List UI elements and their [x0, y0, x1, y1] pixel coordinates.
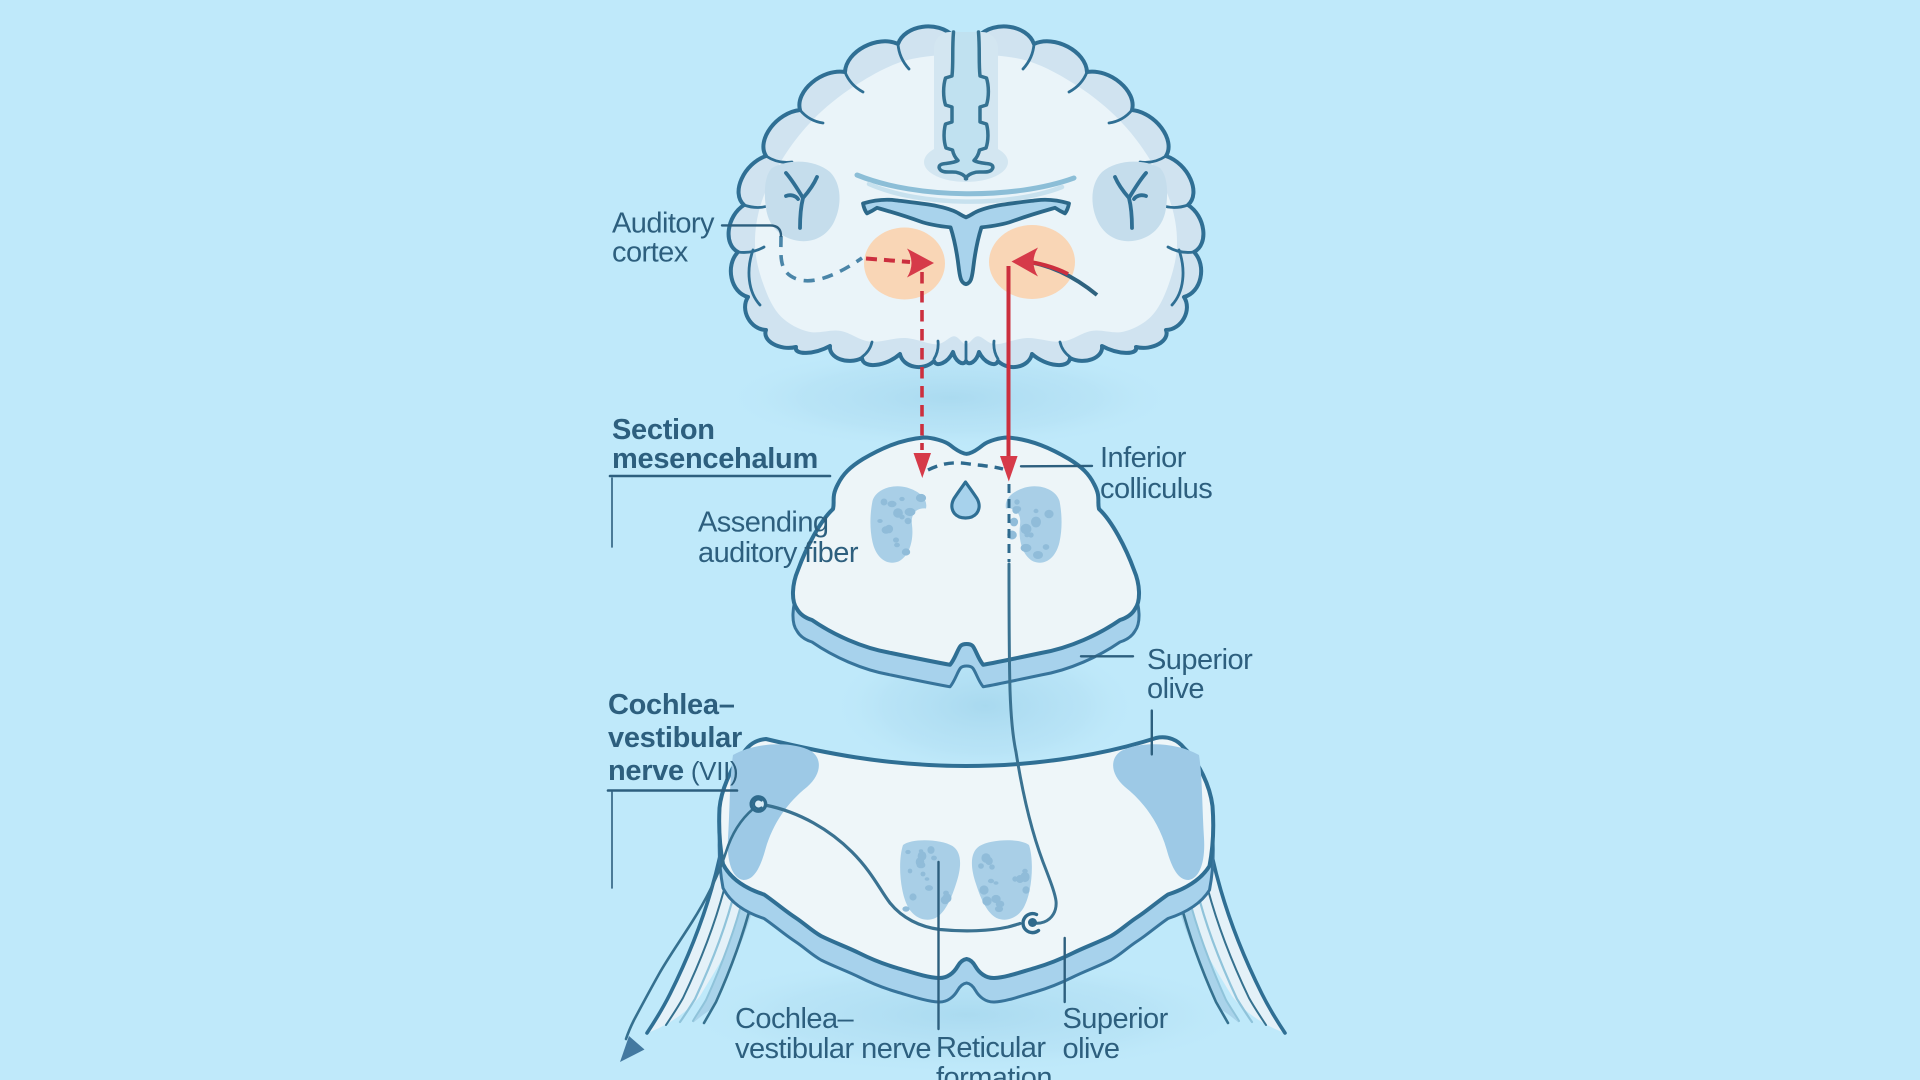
- svg-text:olive: olive: [1147, 673, 1204, 705]
- svg-text:Cochlea–: Cochlea–: [735, 1003, 855, 1035]
- svg-text:Section: Section: [612, 414, 715, 446]
- svg-text:auditory fiber: auditory fiber: [698, 537, 859, 569]
- svg-text:Reticular: Reticular: [936, 1032, 1046, 1064]
- svg-text:formation: formation: [936, 1062, 1052, 1080]
- svg-text:colliculus: colliculus: [1100, 473, 1212, 505]
- svg-text:Assending: Assending: [698, 507, 828, 539]
- svg-text:Inferior: Inferior: [1100, 442, 1187, 474]
- svg-text:Superior: Superior: [1147, 644, 1253, 676]
- svg-text:vestibular: vestibular: [608, 722, 742, 754]
- svg-text:vestibular nerve: vestibular nerve: [735, 1033, 931, 1065]
- svg-text:mesencehalum: mesencehalum: [612, 443, 818, 475]
- svg-text:Auditory: Auditory: [612, 208, 715, 240]
- svg-text:Superior: Superior: [1063, 1003, 1169, 1035]
- svg-text:olive: olive: [1063, 1033, 1120, 1065]
- svg-text:cortex: cortex: [612, 237, 689, 269]
- svg-text:Cochlea–: Cochlea–: [608, 689, 735, 721]
- svg-text:nerve (VII): nerve (VII): [608, 755, 738, 787]
